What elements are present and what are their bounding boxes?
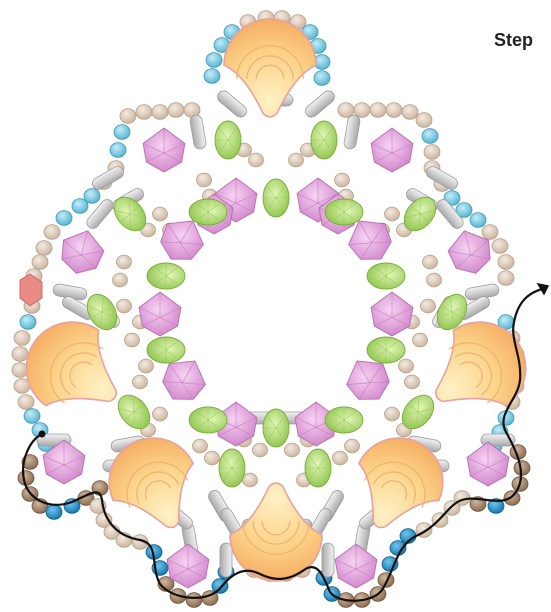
rondelle-bead (263, 409, 289, 447)
rondelle-bead (215, 121, 241, 159)
seed-bead (422, 129, 438, 144)
fan-bead (230, 483, 322, 581)
seed-bead (405, 375, 420, 389)
bugle-bead (215, 88, 249, 119)
rondelle-bead (189, 199, 227, 225)
seed-bead (12, 347, 28, 362)
bugle-bead (220, 543, 232, 577)
seed-bead (470, 213, 486, 228)
seed-bead (153, 407, 168, 421)
seed-bead (133, 375, 148, 389)
seed-bead (498, 271, 514, 286)
bicone-bead (56, 225, 108, 278)
seed-bead (370, 103, 386, 118)
bicone-bead (467, 442, 509, 486)
bicone-bead (143, 128, 185, 172)
seed-bead (139, 359, 154, 373)
rondelle-bead (311, 121, 337, 159)
seed-bead (72, 199, 88, 214)
rondelle-bead (219, 449, 245, 487)
bugle-bead (322, 543, 334, 577)
seed-bead (385, 407, 400, 421)
seed-bead (32, 255, 48, 270)
seed-bead (424, 145, 440, 160)
seed-bead (20, 315, 36, 330)
bugle-bead (189, 114, 207, 150)
seed-bead (285, 443, 300, 457)
seed-bead (399, 359, 414, 373)
bugle-bead (303, 88, 337, 119)
bicone-bead (139, 292, 181, 336)
seed-bead (498, 255, 514, 270)
seed-bead (18, 395, 34, 410)
seed-bead (197, 173, 212, 187)
seed-bead (249, 153, 264, 167)
seed-bead (314, 71, 330, 86)
rondelle-bead (263, 179, 289, 217)
rondelle-bead (367, 263, 405, 289)
seed-bead (253, 443, 268, 457)
seed-bead (386, 103, 402, 118)
bicone-bead (371, 292, 413, 336)
seed-bead (24, 409, 40, 424)
seed-bead (152, 105, 168, 120)
bugle-bead (343, 114, 361, 150)
bicone-bead (335, 544, 377, 588)
seed-bead (243, 473, 258, 487)
rondelle-bead (367, 337, 405, 363)
seed-bead (333, 451, 348, 465)
seed-bead (153, 207, 168, 221)
seed-bead (14, 331, 30, 346)
rondelle-bead (147, 263, 185, 289)
step-label: Step (494, 30, 533, 51)
seed-bead (193, 439, 208, 453)
seed-bead (36, 241, 52, 256)
seed-bead (423, 255, 438, 269)
seed-bead (335, 173, 350, 187)
seed-bead (402, 105, 418, 120)
seed-bead (117, 255, 132, 269)
bicone-bead (371, 128, 413, 172)
rondelle-bead (189, 407, 227, 433)
seed-bead (204, 69, 220, 84)
rondelle-bead (147, 337, 185, 363)
seed-bead (504, 491, 520, 506)
seed-bead (44, 225, 60, 240)
seed-bead (113, 273, 128, 287)
seed-bead (168, 103, 184, 118)
seed-bead (114, 125, 130, 140)
rondelle-beads (81, 121, 473, 487)
thread-start-knot (39, 431, 46, 438)
seed-bead (427, 273, 442, 287)
seed-bead (46, 505, 62, 520)
seed-bead (56, 211, 72, 226)
rondelle-bead (325, 199, 363, 225)
seed-bead (416, 113, 432, 128)
seed-bead (117, 299, 132, 313)
seed-bead (18, 471, 34, 486)
rondelle-bead (305, 449, 331, 487)
seed-bead (421, 299, 436, 313)
rondelle-bead (325, 407, 363, 433)
seed-bead (120, 109, 136, 124)
seed-bead (354, 103, 370, 118)
seed-bead (110, 143, 126, 158)
seed-bead (413, 333, 428, 347)
seed-bead (205, 451, 220, 465)
seed-bead (345, 439, 360, 453)
seed-bead (186, 593, 202, 608)
seed-bead (206, 53, 222, 68)
seed-bead (289, 153, 304, 167)
seed-bead (125, 333, 140, 347)
seed-bead (136, 105, 152, 120)
seed-bead (482, 225, 498, 240)
seed-bead (385, 207, 400, 221)
seed-bead (492, 239, 508, 254)
seed-bead (338, 103, 354, 118)
